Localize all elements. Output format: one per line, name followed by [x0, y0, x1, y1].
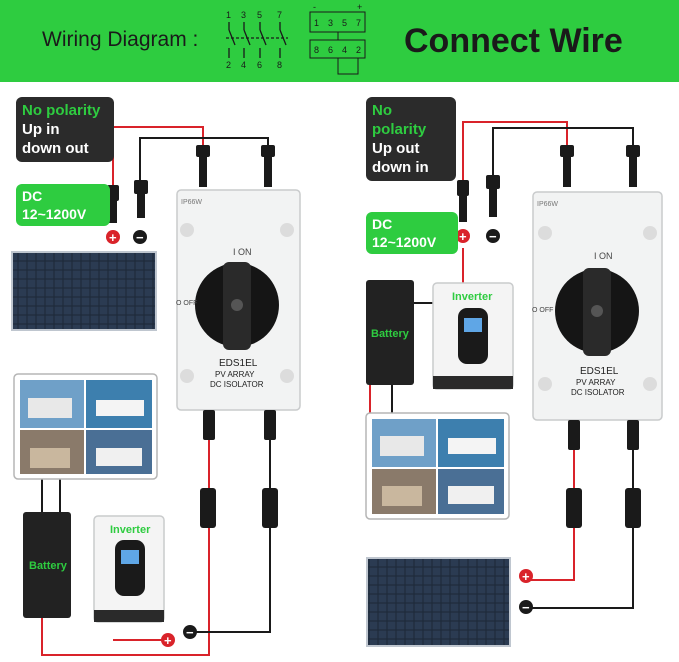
left-bottom-plus-sign: +	[164, 633, 172, 648]
left-black-wire	[41, 137, 271, 633]
connect-wire-title: Connect Wire	[404, 22, 623, 60]
right-minus-terminal-icon	[486, 229, 500, 243]
left-isolator-rating: IP66W	[181, 199, 202, 206]
terminal-sign: -	[313, 2, 316, 12]
right-bottom-plus-icon	[519, 569, 533, 583]
left-dc-isolator	[176, 189, 301, 411]
terminal-bottom-number: 8	[314, 45, 319, 55]
right-polarity-label: No polarity Up out down in	[366, 97, 456, 181]
right-polarity-line2: down in	[372, 159, 429, 176]
right-dc-isolator	[532, 191, 663, 421]
left-polarity-line1: Up in	[22, 121, 60, 138]
right-inverter	[432, 282, 514, 390]
left-polarity-title: No polarity	[22, 102, 101, 119]
left-plus-sign: +	[109, 230, 117, 245]
right-battery	[366, 280, 414, 385]
left-battery	[23, 512, 71, 618]
left-isolator-off-label: O OFF	[176, 300, 197, 307]
left-minus-terminal-icon	[133, 230, 147, 244]
left-isolator-line1: PV ARRAY	[215, 370, 255, 379]
left-solar-panel	[11, 251, 157, 331]
left-polarity-line2: down out	[22, 140, 89, 157]
terminal-top-number: 7	[356, 18, 361, 28]
left-top-connectors	[196, 145, 275, 187]
schematic-top-number: 3	[241, 10, 246, 20]
terminal-sign: +	[357, 2, 362, 12]
right-dc-line2: 12~1200V	[372, 234, 437, 250]
left-panel-connectors	[107, 180, 148, 223]
right-polarity-line1: Up out	[372, 140, 420, 157]
left-dc-voltage-label: DC 12~1200V	[16, 184, 110, 226]
right-panel-connectors	[457, 175, 500, 222]
switch-schematic-symbol	[226, 22, 288, 58]
schematic-bottom-number: 2	[226, 60, 231, 70]
left-inverter-label: Inverter	[110, 524, 151, 536]
terminal-block-symbol	[309, 11, 366, 75]
left-bottom-plus-icon	[161, 633, 175, 647]
right-isolator-line2: DC ISOLATOR	[571, 388, 625, 397]
terminal-bottom-number: 2	[356, 45, 361, 55]
schematic-top-number: 1	[226, 10, 231, 20]
left-minus-sign: −	[136, 230, 144, 245]
left-isolator-line2: DC ISOLATOR	[210, 380, 264, 389]
right-dc-voltage-label: DC 12~1200V	[366, 212, 458, 254]
left-polarity-label: No polarity Up in down out	[16, 97, 114, 162]
right-inverter-label: Inverter	[452, 291, 493, 303]
right-plus-sign: +	[459, 229, 467, 244]
right-isolator-on-label: I ON	[594, 251, 613, 261]
left-isolator-model: EDS1EL	[219, 358, 258, 369]
left-plus-terminal-icon	[106, 230, 120, 244]
right-dc-line1: DC	[372, 216, 393, 232]
left-bottom-minus-icon	[183, 625, 197, 639]
left-bottom-connectors	[200, 410, 278, 528]
right-battery-label: Battery	[371, 328, 410, 340]
left-dc-line1: DC	[22, 188, 43, 204]
terminal-bottom-number: 6	[328, 45, 333, 55]
right-top-connectors	[560, 145, 640, 187]
right-bottom-minus-icon	[519, 600, 533, 614]
left-bottom-minus-sign: −	[186, 625, 194, 640]
left-isolator-on-label: I ON	[233, 247, 252, 257]
left-dc-line2: 12~1200V	[22, 206, 87, 222]
right-application-photos	[365, 412, 510, 520]
right-minus-sign: −	[489, 229, 497, 244]
terminal-top-number: 5	[342, 18, 347, 28]
right-isolator-rating: IP66W	[537, 201, 558, 208]
right-red-wire	[369, 121, 575, 581]
right-isolator-off-label: O OFF	[532, 307, 553, 314]
terminal-top-number: 3	[328, 18, 333, 28]
right-bottom-minus-sign: −	[522, 600, 530, 615]
wiring-diagram-label: Wiring Diagram :	[42, 28, 199, 51]
left-application-photos	[13, 373, 158, 480]
right-solar-panel	[366, 557, 511, 647]
right-polarity-title: No polarity	[372, 102, 427, 138]
schematic-bottom-number: 6	[257, 60, 262, 70]
schematic-top-number: 5	[257, 10, 262, 20]
terminal-top-number: 1	[314, 18, 319, 28]
right-isolator-model: EDS1EL	[580, 366, 619, 377]
right-black-wire	[391, 127, 634, 609]
schematic-bottom-number: 4	[241, 60, 246, 70]
terminal-bottom-number: 4	[342, 45, 347, 55]
right-bottom-connectors	[566, 420, 641, 528]
right-bottom-plus-sign: +	[522, 569, 530, 584]
schematic-bottom-number: 8	[277, 60, 282, 70]
right-plus-terminal-icon	[456, 229, 470, 243]
left-inverter	[93, 515, 165, 623]
header-banner	[0, 0, 679, 82]
right-isolator-line1: PV ARRAY	[576, 378, 616, 387]
schematic-top-number: 7	[277, 10, 282, 20]
left-battery-label: Battery	[29, 560, 68, 572]
